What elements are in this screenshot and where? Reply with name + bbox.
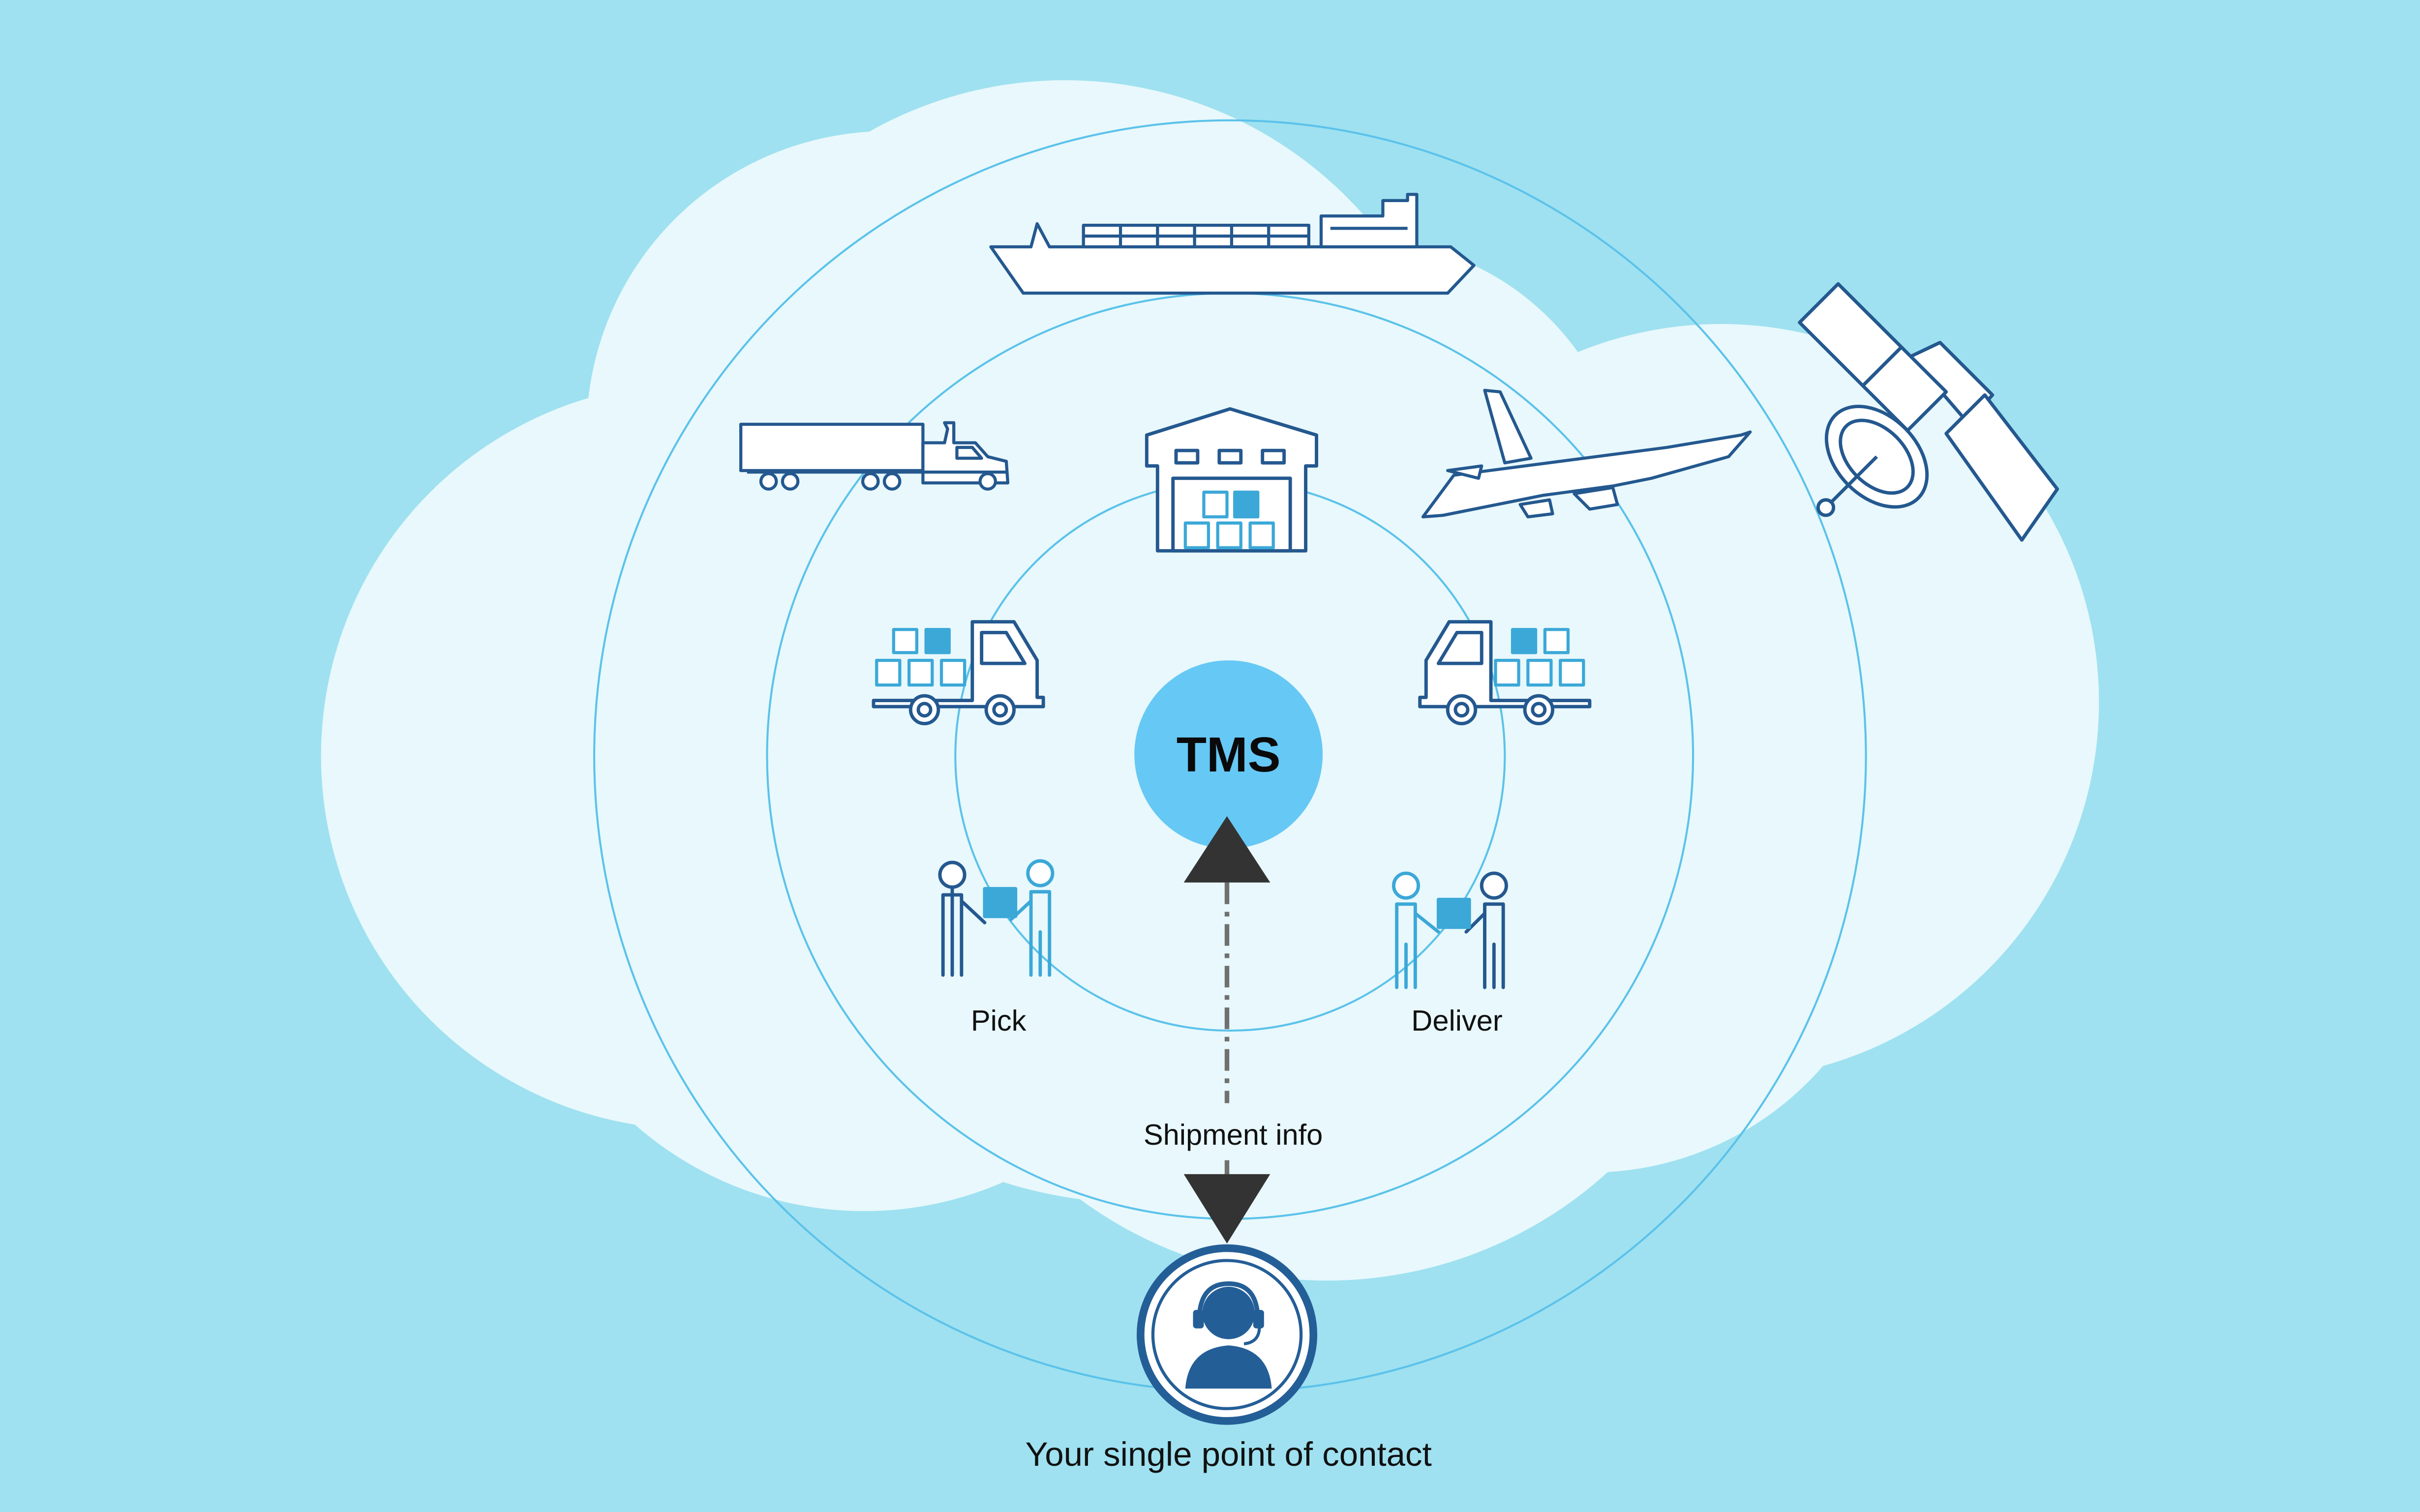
pick-label: Pick: [971, 1004, 1027, 1037]
arrow-up-icon: [1183, 816, 1270, 883]
tms-label: TMS: [1177, 727, 1281, 782]
deliver-label: Deliver: [1411, 1004, 1503, 1037]
satellite-icon: [1798, 282, 2059, 542]
deliver-handover-icon: [1392, 871, 1508, 989]
shipment-info-connector: [1183, 816, 1270, 1244]
container-ship-icon: [989, 193, 1476, 295]
delivery-truck-left-icon: [872, 620, 1045, 726]
headset-agent-icon: [1136, 1244, 1318, 1425]
arrow-down-icon: [1183, 1174, 1270, 1244]
delivery-truck-right-icon: [1418, 620, 1592, 726]
airplane-icon: [1421, 388, 1752, 519]
contact-label: Your single point of contact: [1026, 1435, 1432, 1473]
tms-hub-circle: [1134, 660, 1323, 849]
pick-handover-icon: [938, 859, 1055, 977]
warehouse-icon: [1145, 407, 1318, 553]
shipment-info-label: Shipment info: [1144, 1118, 1323, 1151]
semi-truck-icon: [739, 421, 1010, 491]
